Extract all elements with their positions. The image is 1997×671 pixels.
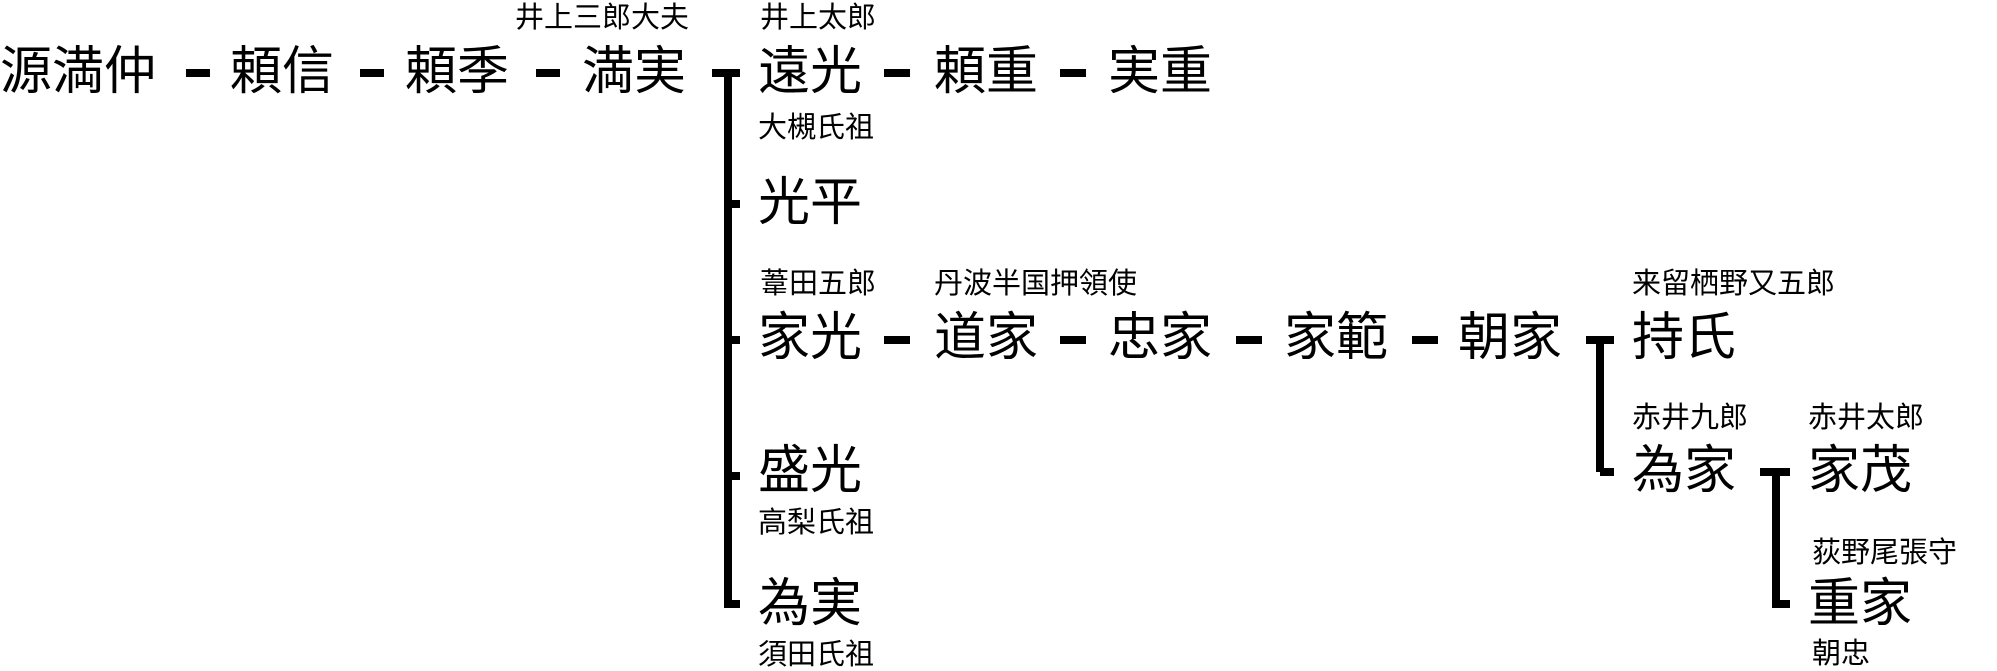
note-shigeie-alias: 朝忠 [1812, 636, 1871, 670]
note-toomitsu-clan: 大槻氏祖 [758, 110, 875, 144]
node-mitsunaka: 源満仲 [0, 42, 157, 102]
note-morimitsu-clan: 高梨氏祖 [758, 505, 875, 539]
node-iemitsu: 家光 [758, 308, 863, 368]
node-yorisue: 頼季 [405, 42, 510, 102]
note-iemitsu-title: 葦田五郎 [760, 266, 877, 300]
node-morimitsu: 盛光 [758, 441, 863, 501]
node-yorinobu: 頼信 [230, 42, 335, 102]
note-mochiuji-title: 来留栖野又五郎 [1632, 266, 1836, 300]
node-tameie: 為家 [1632, 441, 1737, 501]
note-michiie-title: 丹波半国押領使 [934, 266, 1138, 300]
node-tadaie: 忠家 [1108, 308, 1213, 368]
note-tamezane-clan: 須田氏祖 [758, 637, 875, 671]
node-mochiuji: 持氏 [1632, 308, 1737, 368]
node-tomoie: 朝家 [1458, 308, 1563, 368]
note-toomitsu-title: 井上太郎 [760, 0, 877, 34]
node-yorishige: 頼重 [934, 42, 1039, 102]
node-ienori: 家範 [1284, 308, 1389, 368]
note-shigeie-title: 荻野尾張守 [1812, 535, 1958, 569]
node-tamezane: 為実 [758, 574, 863, 634]
node-sanetsuge: 実重 [1108, 42, 1213, 102]
node-shigeie: 重家 [1808, 574, 1913, 634]
note-mitsuzane-title: 井上三郎大夫 [515, 0, 690, 34]
node-mitsuhira: 光平 [758, 173, 863, 233]
node-mitsuzane: 満実 [582, 42, 687, 102]
node-toomitsu: 遠光 [758, 42, 863, 102]
note-tameie-title: 赤井九郎 [1632, 400, 1749, 434]
node-iemochi: 家茂 [1808, 441, 1913, 501]
note-iemochi-title: 赤井太郎 [1808, 400, 1925, 434]
node-michiie: 道家 [934, 308, 1039, 368]
